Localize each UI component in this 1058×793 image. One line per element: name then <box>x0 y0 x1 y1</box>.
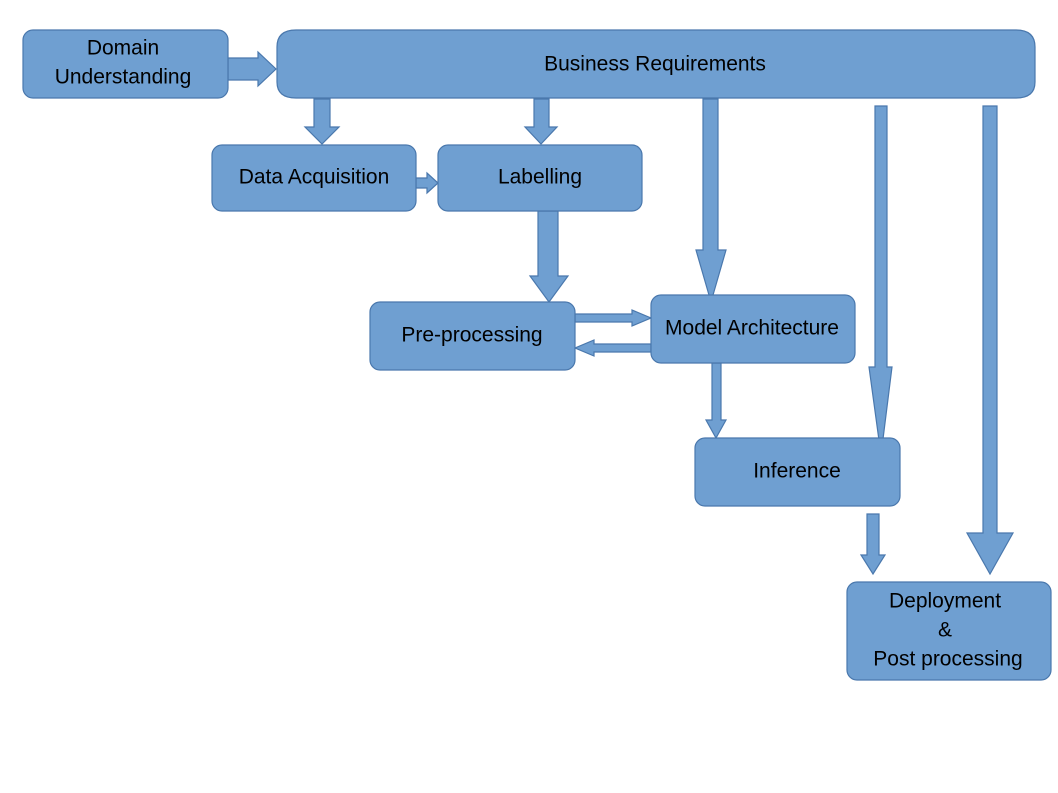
node-preprocessing: Pre-processing <box>369 301 576 371</box>
arrow-business-to-inference <box>868 105 893 456</box>
node-business-requirements-label: Business Requirements <box>544 53 766 76</box>
arrow-model-architecture-to-preprocessing <box>573 339 652 357</box>
arrow-business-to-model-architecture <box>695 98 727 305</box>
node-preprocessing-label: Pre-processing <box>401 324 542 347</box>
arrow-preprocessing-to-model-architecture <box>574 309 653 327</box>
node-business-requirements: Business Requirements <box>276 29 1036 99</box>
node-domain-understanding-label-line2: Understanding <box>55 66 192 89</box>
node-domain-understanding: Domain Understanding <box>22 29 229 99</box>
arrow-labelling-to-preprocessing <box>528 210 570 304</box>
node-domain-understanding-label-line1: Domain <box>87 37 159 60</box>
node-data-acquisition-label: Data Acquisition <box>239 166 390 189</box>
node-model-architecture-label: Model Architecture <box>665 317 839 340</box>
arrow-data-acquisition-to-labelling <box>415 171 439 195</box>
node-deployment-label-line1: Deployment <box>889 590 1001 613</box>
node-labelling-label: Labelling <box>498 166 582 189</box>
arrow-business-to-data-acquisition <box>303 98 341 145</box>
arrow-domain-to-business <box>227 50 277 88</box>
node-deployment-label-line3: Post processing <box>873 648 1022 671</box>
node-data-acquisition: Data Acquisition <box>211 144 417 212</box>
node-labelling: Labelling <box>437 144 643 212</box>
arrow-business-to-deployment <box>965 105 1015 576</box>
node-inference: Inference <box>694 437 901 507</box>
node-deployment-post-processing: Deployment & Post processing <box>846 581 1052 681</box>
arrow-model-architecture-to-inference <box>704 362 728 440</box>
node-model-architecture: Model Architecture <box>650 294 856 364</box>
arrow-inference-to-deployment <box>859 513 887 576</box>
node-inference-label: Inference <box>753 460 841 483</box>
node-deployment-label-line2: & <box>938 619 952 642</box>
arrow-business-to-labelling <box>523 98 559 145</box>
